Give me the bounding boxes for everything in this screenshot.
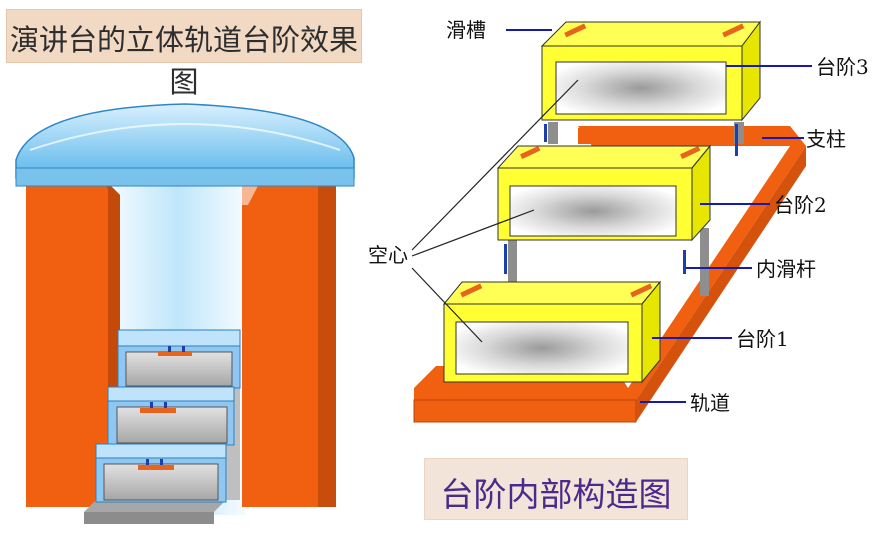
left-title: 演讲台的立体轨道台阶效果图 <box>9 23 358 99</box>
structure-diagram: 滑槽 台阶3 支柱 台阶2 空心 内滑杆 台阶1 轨道 <box>368 18 869 423</box>
label-track: 轨道 <box>690 391 730 415</box>
label-step1: 台阶1 <box>736 327 789 351</box>
right-caption: 台阶内部构造图 <box>440 475 672 514</box>
step-1 <box>442 280 662 384</box>
right-caption-box: 台阶内部构造图 <box>424 458 688 520</box>
label-inner-rod: 内滑杆 <box>756 257 816 281</box>
podium-right-pillar <box>242 182 336 507</box>
hollow-leaders <box>411 79 579 343</box>
podium-left-pillar <box>26 180 120 507</box>
podium-top-cap <box>15 103 355 179</box>
label-pillar: 支柱 <box>806 127 846 151</box>
label-slot: 滑槽 <box>446 18 486 42</box>
label-hollow: 空心 <box>368 243 408 267</box>
podium-step-top <box>117 329 241 389</box>
podium-step-bottom <box>95 443 227 503</box>
podium-illustration <box>15 103 355 524</box>
label-step3: 台阶3 <box>816 55 869 79</box>
step-2 <box>496 144 712 300</box>
label-step2: 台阶2 <box>774 193 827 217</box>
podium-step-middle <box>107 386 235 446</box>
left-title-box: 演讲台的立体轨道台阶效果图 <box>6 9 362 99</box>
leader-lines <box>506 29 812 403</box>
